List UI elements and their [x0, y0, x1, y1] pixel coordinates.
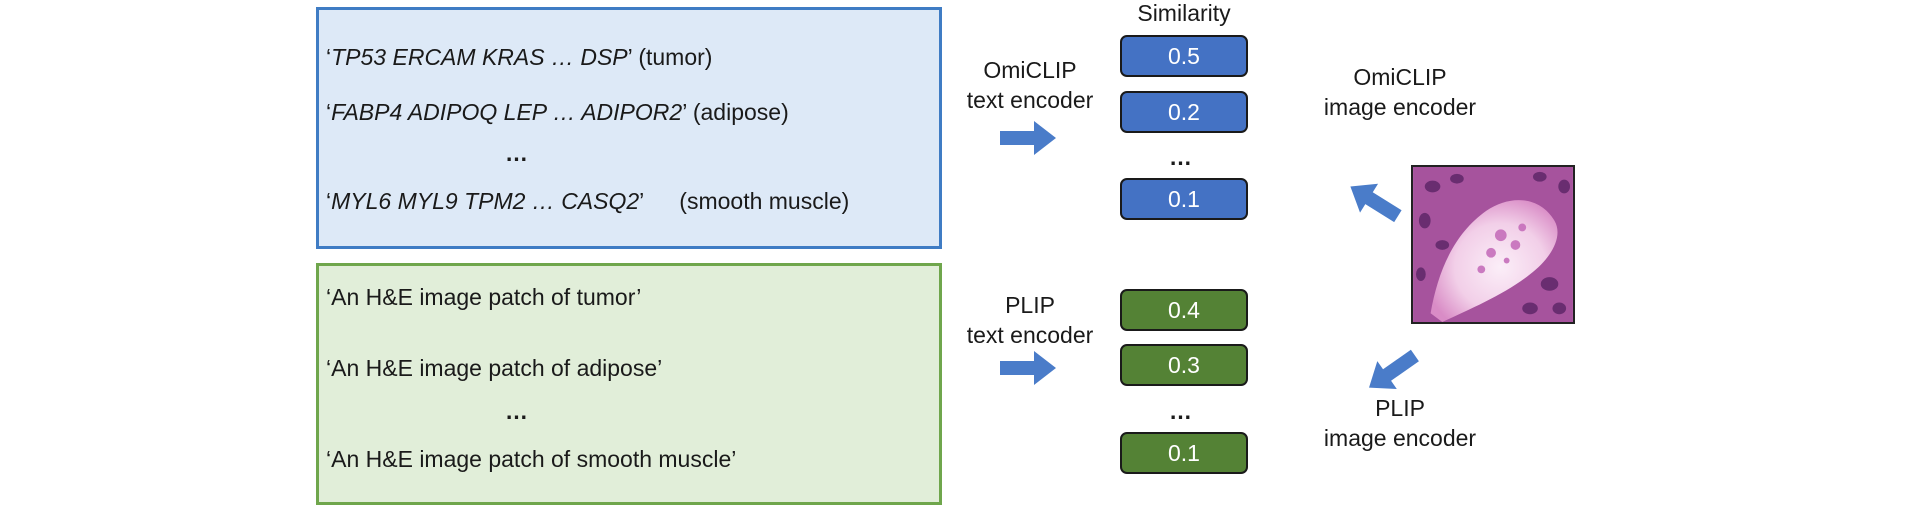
plip-text-arrow-icon	[1000, 351, 1056, 385]
plip-row-adipose: ‘An H&E image patch of adipose’	[326, 355, 663, 381]
tissue-label: (adipose)	[692, 99, 789, 125]
omiclip-row-smooth-muscle: ‘MYL6 MYL9 TPM2 … CASQ2’ (smooth muscle)	[326, 190, 849, 213]
open-quote: ‘	[326, 188, 332, 214]
omiclip-score-tumor: 0.5	[1120, 35, 1248, 77]
tissue-label: (smooth muscle)	[679, 188, 850, 214]
plip-image-arrow-icon	[1369, 349, 1419, 389]
tissue-label: (tumor)	[638, 44, 713, 70]
omiclip-score-adipose: 0.2	[1120, 91, 1248, 133]
close-quote: ’	[639, 188, 645, 214]
omiclip-row-tumor: ‘TP53 ERCAM KRAS … DSP’ (tumor)	[326, 46, 712, 69]
omiclip-score-ellipsis: …	[1169, 144, 1192, 170]
plip-score-adipose: 0.3	[1120, 344, 1248, 386]
omiclip-row-adipose: ‘FABP4 ADIPOQ LEP … ADIPOR2’ (adipose)	[326, 101, 789, 124]
omiclip-text-panel	[316, 7, 942, 249]
plip-text-panel	[316, 263, 942, 505]
similarity-header: Similarity	[1137, 0, 1231, 26]
open-quote: ‘	[326, 44, 332, 70]
plip-score-smooth-muscle: 0.1	[1120, 432, 1248, 474]
plip-score-ellipsis: …	[1169, 398, 1192, 424]
omiclip-image-arrow-icon	[1350, 183, 1402, 223]
close-quote: ’	[682, 99, 687, 125]
plip-score-tumor: 0.4	[1120, 289, 1248, 331]
plip-row-tumor: ‘An H&E image patch of tumor’	[326, 284, 642, 310]
gene-list: MYL6 MYL9 TPM2 … CASQ2	[331, 188, 640, 214]
omiclip-score-smooth-muscle: 0.1	[1120, 178, 1248, 220]
plip-row-ellipsis: …	[505, 398, 528, 424]
he-tissue-patch-image	[1411, 165, 1575, 324]
gene-list: TP53 ERCAM KRAS … DSP	[331, 44, 628, 70]
plip-row-smooth-muscle: ‘An H&E image patch of smooth muscle’	[326, 446, 737, 472]
gene-list: FABP4 ADIPOQ LEP … ADIPOR2	[331, 99, 683, 125]
close-quote: ’	[627, 44, 632, 70]
omiclip-row-ellipsis: …	[505, 140, 528, 166]
open-quote: ‘	[326, 99, 332, 125]
omiclip-text-arrow-icon	[1000, 121, 1056, 155]
